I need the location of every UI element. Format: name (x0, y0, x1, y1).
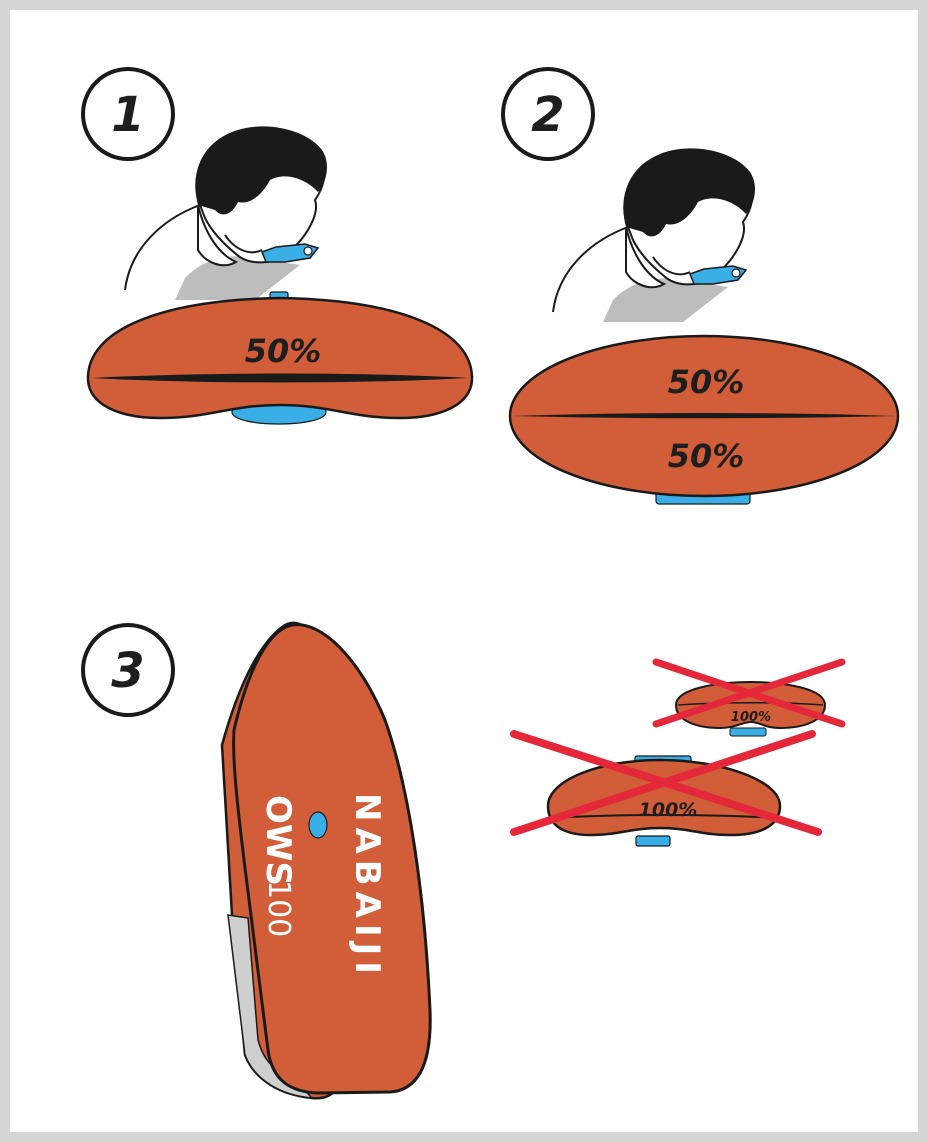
step-3-number: 3 (111, 643, 144, 699)
step-3: 3 NABAIJI OWS 100 100% (83, 623, 842, 1098)
person-inflating-icon (553, 148, 755, 322)
step-2-number: 2 (531, 87, 564, 143)
wrong-example-small: 100% (656, 662, 842, 736)
model-number: 100 (261, 880, 296, 937)
step-1-percent: 50% (245, 332, 322, 370)
brand-name: NABAIJI (347, 793, 387, 980)
step-2-percent-bottom: 50% (668, 437, 745, 475)
wrong-small-percent: 100% (731, 710, 771, 725)
wrong-large-percent: 100% (639, 799, 698, 821)
buoy-half-inflated: 50% (88, 292, 472, 424)
step-2-percent-top: 50% (668, 363, 745, 401)
person-inflating-icon (125, 126, 327, 300)
valve-icon (309, 812, 327, 838)
step-1-number: 1 (111, 87, 144, 143)
buoy-fully-shaped: 50% 50% (510, 336, 898, 504)
wrong-example-large: 100% (514, 734, 818, 846)
step-1: 1 50% (83, 69, 472, 424)
model-name: OWS (258, 795, 298, 886)
step-2: 2 50% 50% (503, 69, 898, 504)
buoy-upright: NABAIJI OWS 100 (222, 623, 430, 1098)
